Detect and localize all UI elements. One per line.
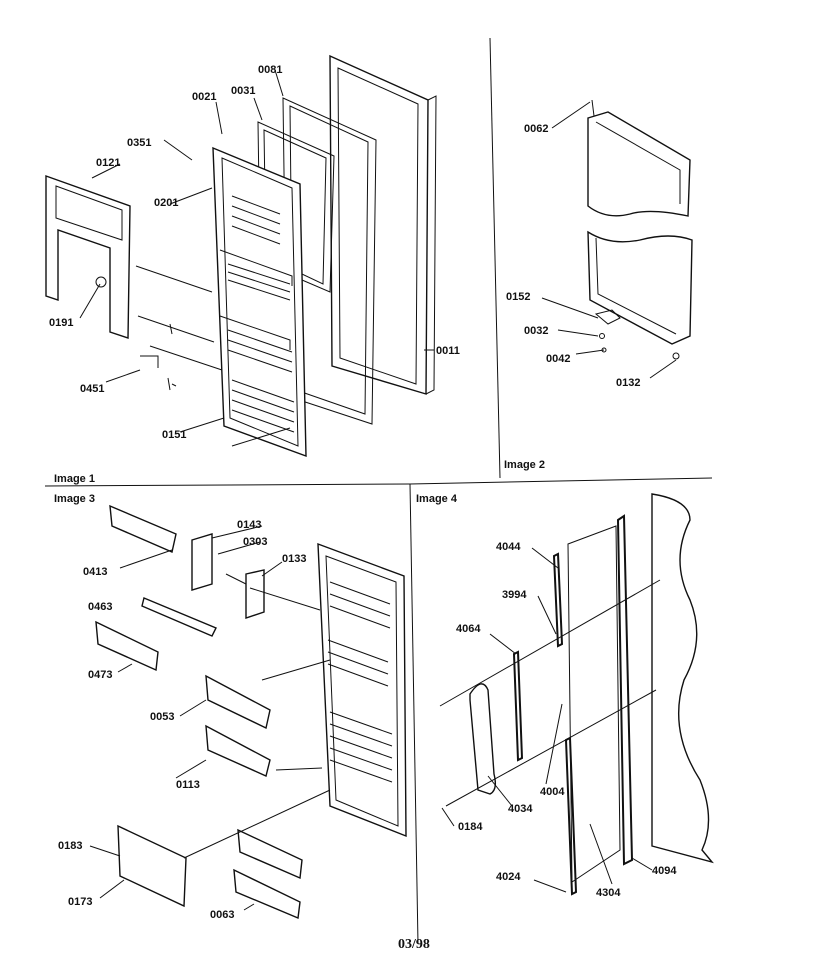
bin-0053 <box>205 674 271 730</box>
label-0351: 0351 <box>127 137 151 149</box>
label-0031: 0031 <box>231 85 255 97</box>
caption-image4: Image 4 <box>416 493 458 505</box>
label-4094: 4094 <box>652 865 677 877</box>
label-0184: 0184 <box>458 821 483 833</box>
dispenser-frame <box>45 175 131 339</box>
leader-lines <box>79 69 677 911</box>
label-0451: 0451 <box>80 383 104 395</box>
door-outer-panel <box>329 54 429 395</box>
label-0152: 0152 <box>506 291 530 303</box>
label-0063: 0063 <box>210 909 234 921</box>
label-0133: 0133 <box>282 553 306 565</box>
image2-drawing <box>587 99 693 360</box>
image3-drawing <box>95 504 407 920</box>
label-0413: 0413 <box>83 566 107 578</box>
bin-0113 <box>205 724 271 777</box>
label-0173: 0173 <box>68 896 92 908</box>
bracket-0143 <box>191 533 213 591</box>
label-0463: 0463 <box>88 601 112 613</box>
label-4024: 4024 <box>496 871 521 883</box>
caption-image3: Image 3 <box>54 493 95 505</box>
bin-0473 <box>95 620 159 672</box>
bin-0063a <box>237 828 303 880</box>
label-0473: 0473 <box>88 669 112 681</box>
label-4034: 4034 <box>508 803 533 815</box>
label-0201: 0201 <box>154 197 178 209</box>
label-0113: 0113 <box>176 779 200 791</box>
bin-0063b <box>233 868 301 920</box>
handle <box>469 683 497 795</box>
upper-door-section <box>587 111 691 217</box>
shelf-0463 <box>141 597 217 637</box>
part-labels: 0081 0021 0031 0351 0121 0201 0191 0011 … <box>49 64 677 921</box>
label-0053: 0053 <box>150 711 174 723</box>
caption-image1: Image 1 <box>54 473 95 485</box>
label-0121: 0121 <box>96 157 120 169</box>
image4-drawing <box>439 493 714 896</box>
label-3994: 3994 <box>502 589 527 601</box>
label-0062: 0062 <box>524 123 548 135</box>
label-0021: 0021 <box>192 91 216 103</box>
label-0132: 0132 <box>616 377 640 389</box>
panel-dividers <box>44 37 713 945</box>
label-0191: 0191 <box>49 317 73 329</box>
label-4004: 4004 <box>540 786 565 798</box>
lower-door-section <box>587 230 693 345</box>
inner-door <box>212 146 307 458</box>
bin-0413 <box>109 504 177 553</box>
image1-drawing <box>45 54 437 458</box>
cover-0173 <box>117 824 187 908</box>
door-side-panel <box>651 493 714 864</box>
label-0303: 0303 <box>243 536 267 548</box>
door-shelves <box>219 195 295 433</box>
label-4044: 4044 <box>496 541 521 553</box>
label-0042: 0042 <box>546 353 570 365</box>
label-4304: 4304 <box>596 887 621 899</box>
label-0143: 0143 <box>237 519 261 531</box>
label-0183: 0183 <box>58 840 82 852</box>
label-0032: 0032 <box>524 325 548 337</box>
fresh-food-door <box>317 542 407 838</box>
label-0081: 0081 <box>258 64 282 76</box>
label-0011: 0011 <box>436 345 460 357</box>
panel-captions: Image 1 Image 2 Image 3 Image 4 <box>54 459 545 505</box>
label-0151: 0151 <box>162 429 186 441</box>
caption-image2: Image 2 <box>504 459 545 471</box>
footer-date: 03/98 <box>398 937 430 952</box>
bracket-0133 <box>245 569 265 619</box>
label-4064: 4064 <box>456 623 481 635</box>
